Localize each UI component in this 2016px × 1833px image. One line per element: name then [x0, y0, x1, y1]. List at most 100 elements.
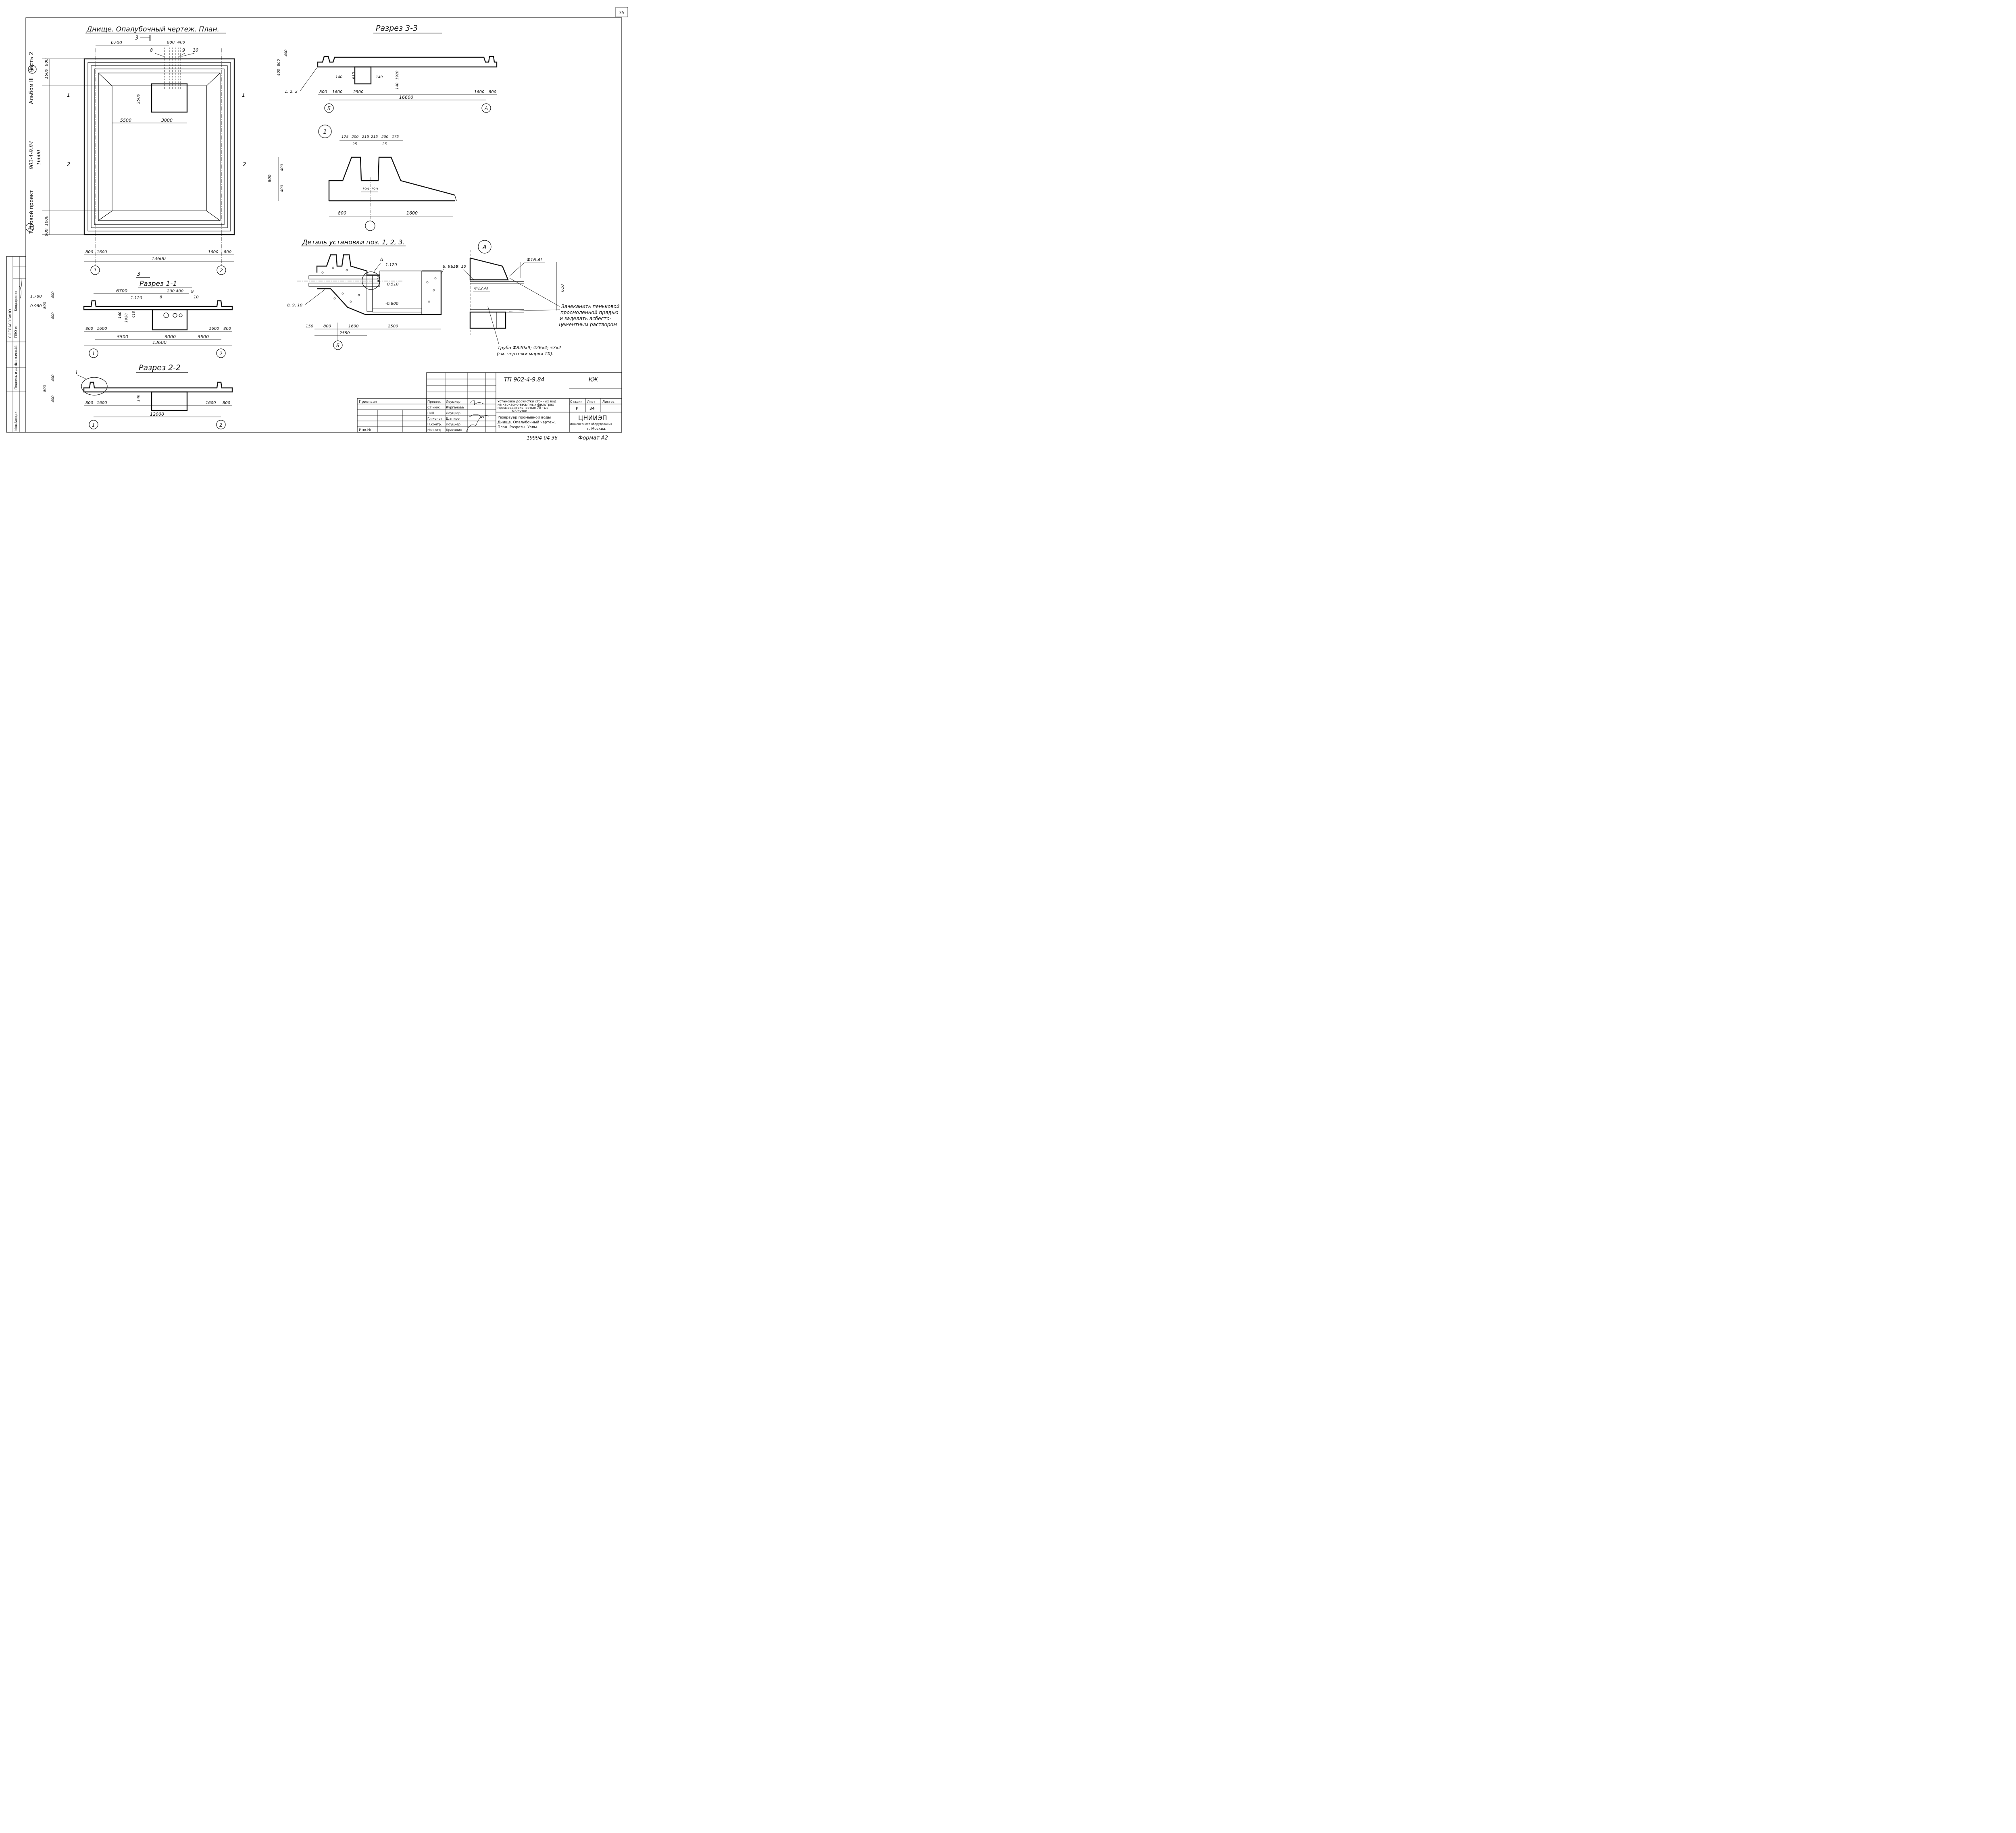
agreed-name: Бондаренко [14, 291, 18, 311]
stage-value: Р [576, 406, 578, 411]
s22-dim-800-right: 800 [223, 401, 230, 405]
n1-axis-marker [365, 221, 375, 231]
node-1-marker [318, 125, 332, 138]
s33-dim-400-top: 400 [284, 50, 288, 56]
section-mark-1-left: 1 [67, 92, 70, 98]
s11-dim-800: 800 [43, 302, 47, 309]
node-a-dim-610: 610 [560, 284, 565, 292]
n1-dim-200-a: 200 [352, 135, 358, 139]
detail-pipe-lower [308, 283, 380, 287]
s22-dim-12000: 12000 [150, 412, 164, 417]
plan-dim-400: 400 [177, 40, 185, 45]
s11-dim-1920: 1920 [125, 313, 129, 323]
s11-dim-800-left: 800 [85, 327, 93, 331]
level-1780: 1.780 [30, 294, 42, 299]
n1-dim-215-a: 215 [362, 135, 369, 139]
s11-callout-8: 8 [160, 295, 162, 300]
detail-node-a-ref [362, 271, 380, 290]
s22-dim-1600-right: 1600 [206, 401, 216, 405]
detail-callout-8910-right: 8, 9, 10 [443, 265, 458, 269]
org-sub: инженерного оборудования [570, 423, 612, 426]
project-type: Типовой проект [29, 190, 35, 234]
axis-2-label: 2 [220, 268, 223, 273]
plan-dim-13600: 13600 [152, 256, 166, 261]
plan-dim-800-right: 800 [224, 250, 231, 254]
note-line-2: просмоленной прядью [560, 310, 619, 315]
note-line-1: Зачеканить пеньковой [561, 304, 620, 309]
detail-dim-2500: 2500 [388, 324, 398, 329]
detail-dim-2550: 2550 [339, 331, 350, 335]
pit [151, 83, 188, 113]
section-mark-3-top: 3 [135, 35, 138, 41]
s11-dim-1600-right: 1600 [209, 327, 219, 331]
n1-dim-800-bottom: 800 [338, 210, 346, 216]
detail-level-1120: 1.120 [385, 263, 397, 267]
node-1-profile [328, 156, 455, 201]
agreed-org: ПЗО кг [14, 325, 18, 338]
axis-b-label: Б [31, 67, 34, 73]
n1-dim-190-b: 190 [371, 187, 378, 192]
callout-8: 8 [150, 48, 153, 53]
section-2-2: Разрез 2-2 1 400 800 400 140 800 1600 16… [43, 363, 233, 429]
s33-dim-140-a: 140 [335, 75, 342, 79]
s33-dim-800-right: 800 [489, 90, 496, 94]
s11-dim-400-top: 400 [51, 292, 55, 298]
section-22-profile [83, 381, 233, 393]
detail-level-m0800: -0.800 [385, 302, 398, 306]
project-name-4: м3/сутки [512, 409, 527, 413]
detail-floor-slab [372, 308, 422, 312]
node-a: А Ф16.АI Ф12.АI 610 8, 9, 10 Зачеканить … [451, 240, 620, 356]
n1-dim-175-b: 175 [392, 135, 399, 139]
s11-dim-3500: 3500 [198, 334, 209, 340]
inv-label: Инв.№подл. [14, 410, 18, 431]
s22-dim-400-top: 400 [51, 375, 55, 381]
sheet-name-2: Днище. Опалубочный чертеж. [498, 421, 556, 425]
plan-title: Днище. Опалубочный чертеж. План. [86, 25, 219, 33]
page-number-box [615, 7, 628, 17]
s33-dim-140-c: 140 [396, 83, 400, 90]
n1-dim-200-b: 200 [381, 135, 388, 139]
slab-outline [83, 58, 235, 235]
signatures [466, 400, 489, 433]
n1-dim-175-a: 175 [342, 135, 348, 139]
pipe-note-1: Труба Ф820х9; 426х4; 57х2 [498, 345, 561, 350]
pipe-note-2: (см. чертежи марки ТХ). [497, 351, 554, 356]
installation-detail: Деталь установки поз. 1, 2, 3. А 1.120 0… [287, 238, 458, 350]
n1-dim-190-a: 190 [362, 187, 369, 192]
section-mark-2-left: 2 [67, 162, 70, 168]
sheet-name-1: Резервуар промывной воды [498, 416, 551, 420]
role-3: Гл.конст [427, 417, 442, 421]
detail-wall-right [421, 271, 442, 315]
title-block: ТП 902-4-9.84 КЖ Привязан Инв.№ Провер. … [357, 372, 622, 433]
section-33-pit [354, 66, 372, 85]
name-2: Лоуцкер [446, 411, 460, 415]
plan-dim-2500: 2500 [136, 94, 141, 104]
s22-callout-1: 1 [75, 370, 78, 375]
s22-dim-140: 140 [137, 395, 141, 402]
callout-10: 10 [193, 48, 198, 53]
role-4: Н.контр. [427, 423, 442, 426]
s11-dim-200: 200 [167, 289, 175, 294]
s33-axis-a: А [484, 106, 488, 111]
plan-dim-1600-bottom: 1600 [44, 216, 49, 226]
project-name-2: на каркасно-засыпных фильтрах [498, 403, 554, 406]
plan-dim-3000: 3000 [161, 118, 173, 123]
s11-axis-2: 2 [219, 351, 223, 356]
s11-dim-400-bottom: 400 [51, 312, 55, 319]
plan-dim-800-top: 800 [44, 58, 49, 66]
detail-dim-150: 150 [306, 324, 313, 329]
detail-axis-b: Б [336, 343, 339, 348]
s11-axis-1: 1 [92, 351, 95, 356]
note-line-4: цементным раствором [559, 322, 617, 327]
s11-dim-610: 610 [132, 311, 136, 318]
drawing-sheet: 35 Типовой проект 902-4-9.84 Альбом III … [6, 7, 628, 441]
sheet-label: Лист [587, 400, 596, 404]
project-code: 902-4-9.84 [29, 141, 35, 169]
plan-dim-5500: 5500 [120, 118, 131, 123]
plan-dim-1600-right: 1600 [208, 250, 218, 254]
sheets-label: Листов [602, 400, 614, 404]
plan-dim-16600: 16600 [36, 150, 42, 165]
node-1-label: 1 [323, 128, 327, 135]
n1-dim-800: 800 [268, 175, 272, 182]
inv-stamp: 19994-04 36 [527, 435, 558, 441]
